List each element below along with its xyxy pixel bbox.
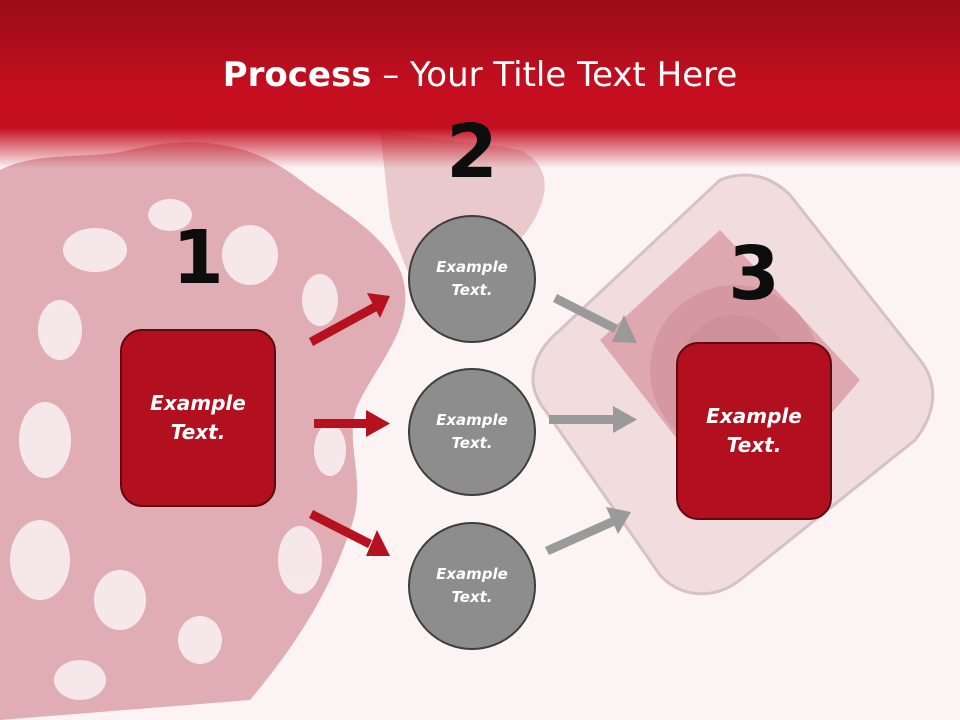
slide-title-bold: Process xyxy=(222,55,372,95)
step-1-box: Example Text. xyxy=(120,329,276,507)
step-number-1: 1 xyxy=(172,215,224,301)
step-2-circle-2: Example Text. xyxy=(408,368,536,496)
step-3-box: Example Text. xyxy=(676,342,832,520)
slide-title-rest: – Your Title Text Here xyxy=(371,55,738,95)
arrow-gray-up xyxy=(545,507,631,555)
slide-title: Process – Your Title Text Here xyxy=(0,52,960,98)
arrow-red-up xyxy=(309,293,390,346)
step-1-label: Example Text. xyxy=(150,391,246,444)
arrow-red-middle xyxy=(314,410,390,437)
step-3-label: Example Text. xyxy=(706,404,802,457)
step-2-circle-3-label: Example Text. xyxy=(436,565,508,606)
step-number-2: 2 xyxy=(446,109,498,195)
step-2-circle-3: Example Text. xyxy=(408,522,536,650)
step-2-circle-1: Example Text. xyxy=(408,215,536,343)
arrow-red-down xyxy=(309,510,390,556)
step-number-3: 3 xyxy=(728,231,780,317)
arrow-gray-middle xyxy=(549,406,637,433)
step-2-circle-1-label: Example Text. xyxy=(436,258,508,299)
step-2-circle-2-label: Example Text. xyxy=(436,411,508,452)
arrow-gray-down xyxy=(553,294,637,343)
